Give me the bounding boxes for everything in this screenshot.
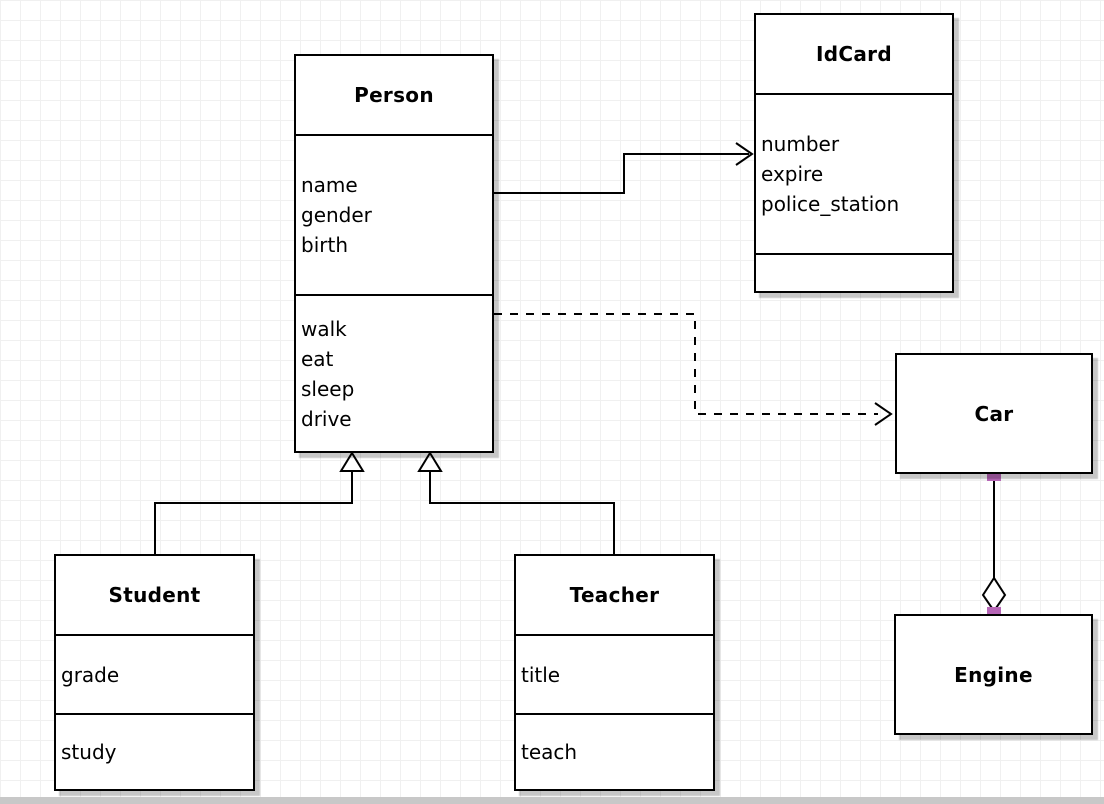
hollow-triangle-arrowhead-icon	[417, 451, 443, 472]
method: teach	[521, 740, 578, 764]
class-idcard[interactable]: IdCard number expire police_station	[754, 13, 954, 293]
dependency-line[interactable]	[494, 313, 878, 415]
edge-person-car[interactable]	[494, 313, 893, 426]
attributes-compartment: grade	[56, 634, 253, 713]
attribute: gender	[301, 203, 372, 227]
class-teacher[interactable]: Teacher title teach	[514, 554, 715, 791]
attribute: number	[761, 132, 840, 156]
generalization-line[interactable]	[154, 471, 353, 554]
class-title: Car	[974, 401, 1014, 426]
attributes-compartment: name gender birth	[296, 134, 492, 294]
method: eat	[301, 346, 334, 371]
class-title: Person	[354, 83, 434, 107]
attribute: title	[521, 662, 561, 687]
canvas-bottom-edge	[0, 797, 1104, 804]
edge-person-idcard[interactable]	[494, 142, 754, 194]
attribute: expire	[761, 162, 824, 186]
method: sleep	[301, 376, 355, 401]
generalization-line[interactable]	[429, 471, 615, 554]
class-student[interactable]: Student grade study	[54, 554, 255, 791]
attribute: birth	[301, 233, 348, 257]
class-title: Engine	[954, 662, 1033, 687]
method: study	[61, 740, 117, 764]
methods-compartment	[756, 253, 952, 291]
hollow-diamond-icon	[981, 576, 1007, 613]
methods-compartment: teach	[516, 713, 713, 789]
methods-compartment: walk eat sleep drive	[296, 294, 492, 451]
attribute: police_station	[761, 192, 900, 216]
attribute: name	[301, 173, 358, 197]
attribute: grade	[61, 662, 120, 687]
methods-compartment: study	[56, 713, 253, 789]
class-title: Teacher	[569, 583, 660, 607]
class-person[interactable]: Person name gender birth walk eat sleep …	[294, 54, 494, 453]
class-title: Student	[108, 583, 201, 607]
attributes-compartment: number expire police_station	[756, 93, 952, 253]
class-engine[interactable]: Engine	[894, 614, 1093, 735]
method: drive	[301, 406, 352, 431]
edge-teacher-person[interactable]	[417, 451, 615, 554]
edge-car-engine[interactable]	[981, 467, 1007, 621]
association-line[interactable]	[494, 153, 749, 194]
hollow-triangle-arrowhead-icon	[339, 451, 365, 472]
edge-student-person[interactable]	[154, 451, 365, 554]
attributes-compartment: title	[516, 634, 713, 713]
open-arrowhead-icon	[874, 402, 893, 426]
class-title: IdCard	[816, 42, 892, 66]
open-arrowhead-icon	[735, 142, 754, 166]
class-car[interactable]: Car	[895, 353, 1093, 474]
method: walk	[301, 316, 347, 341]
